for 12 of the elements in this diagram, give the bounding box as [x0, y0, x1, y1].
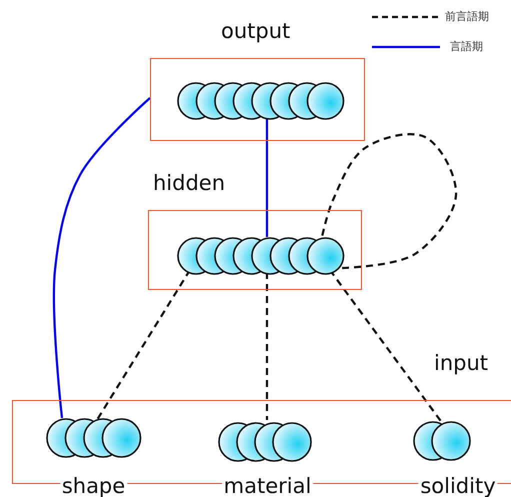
layer-label: hidden — [153, 171, 226, 195]
input-label: shape — [60, 474, 128, 497]
connector-line — [266, 118, 268, 237]
input-label: solidity — [418, 474, 498, 497]
neuron-group — [46, 419, 141, 497]
connector-line — [52, 97, 151, 418]
legend-label: 言語期 — [450, 39, 483, 54]
layer-label: input — [434, 351, 488, 375]
connector-line — [266, 272, 268, 420]
layer-label: output — [221, 19, 290, 43]
legend-label: 前言語期 — [445, 9, 489, 24]
connector-line — [320, 133, 458, 270]
